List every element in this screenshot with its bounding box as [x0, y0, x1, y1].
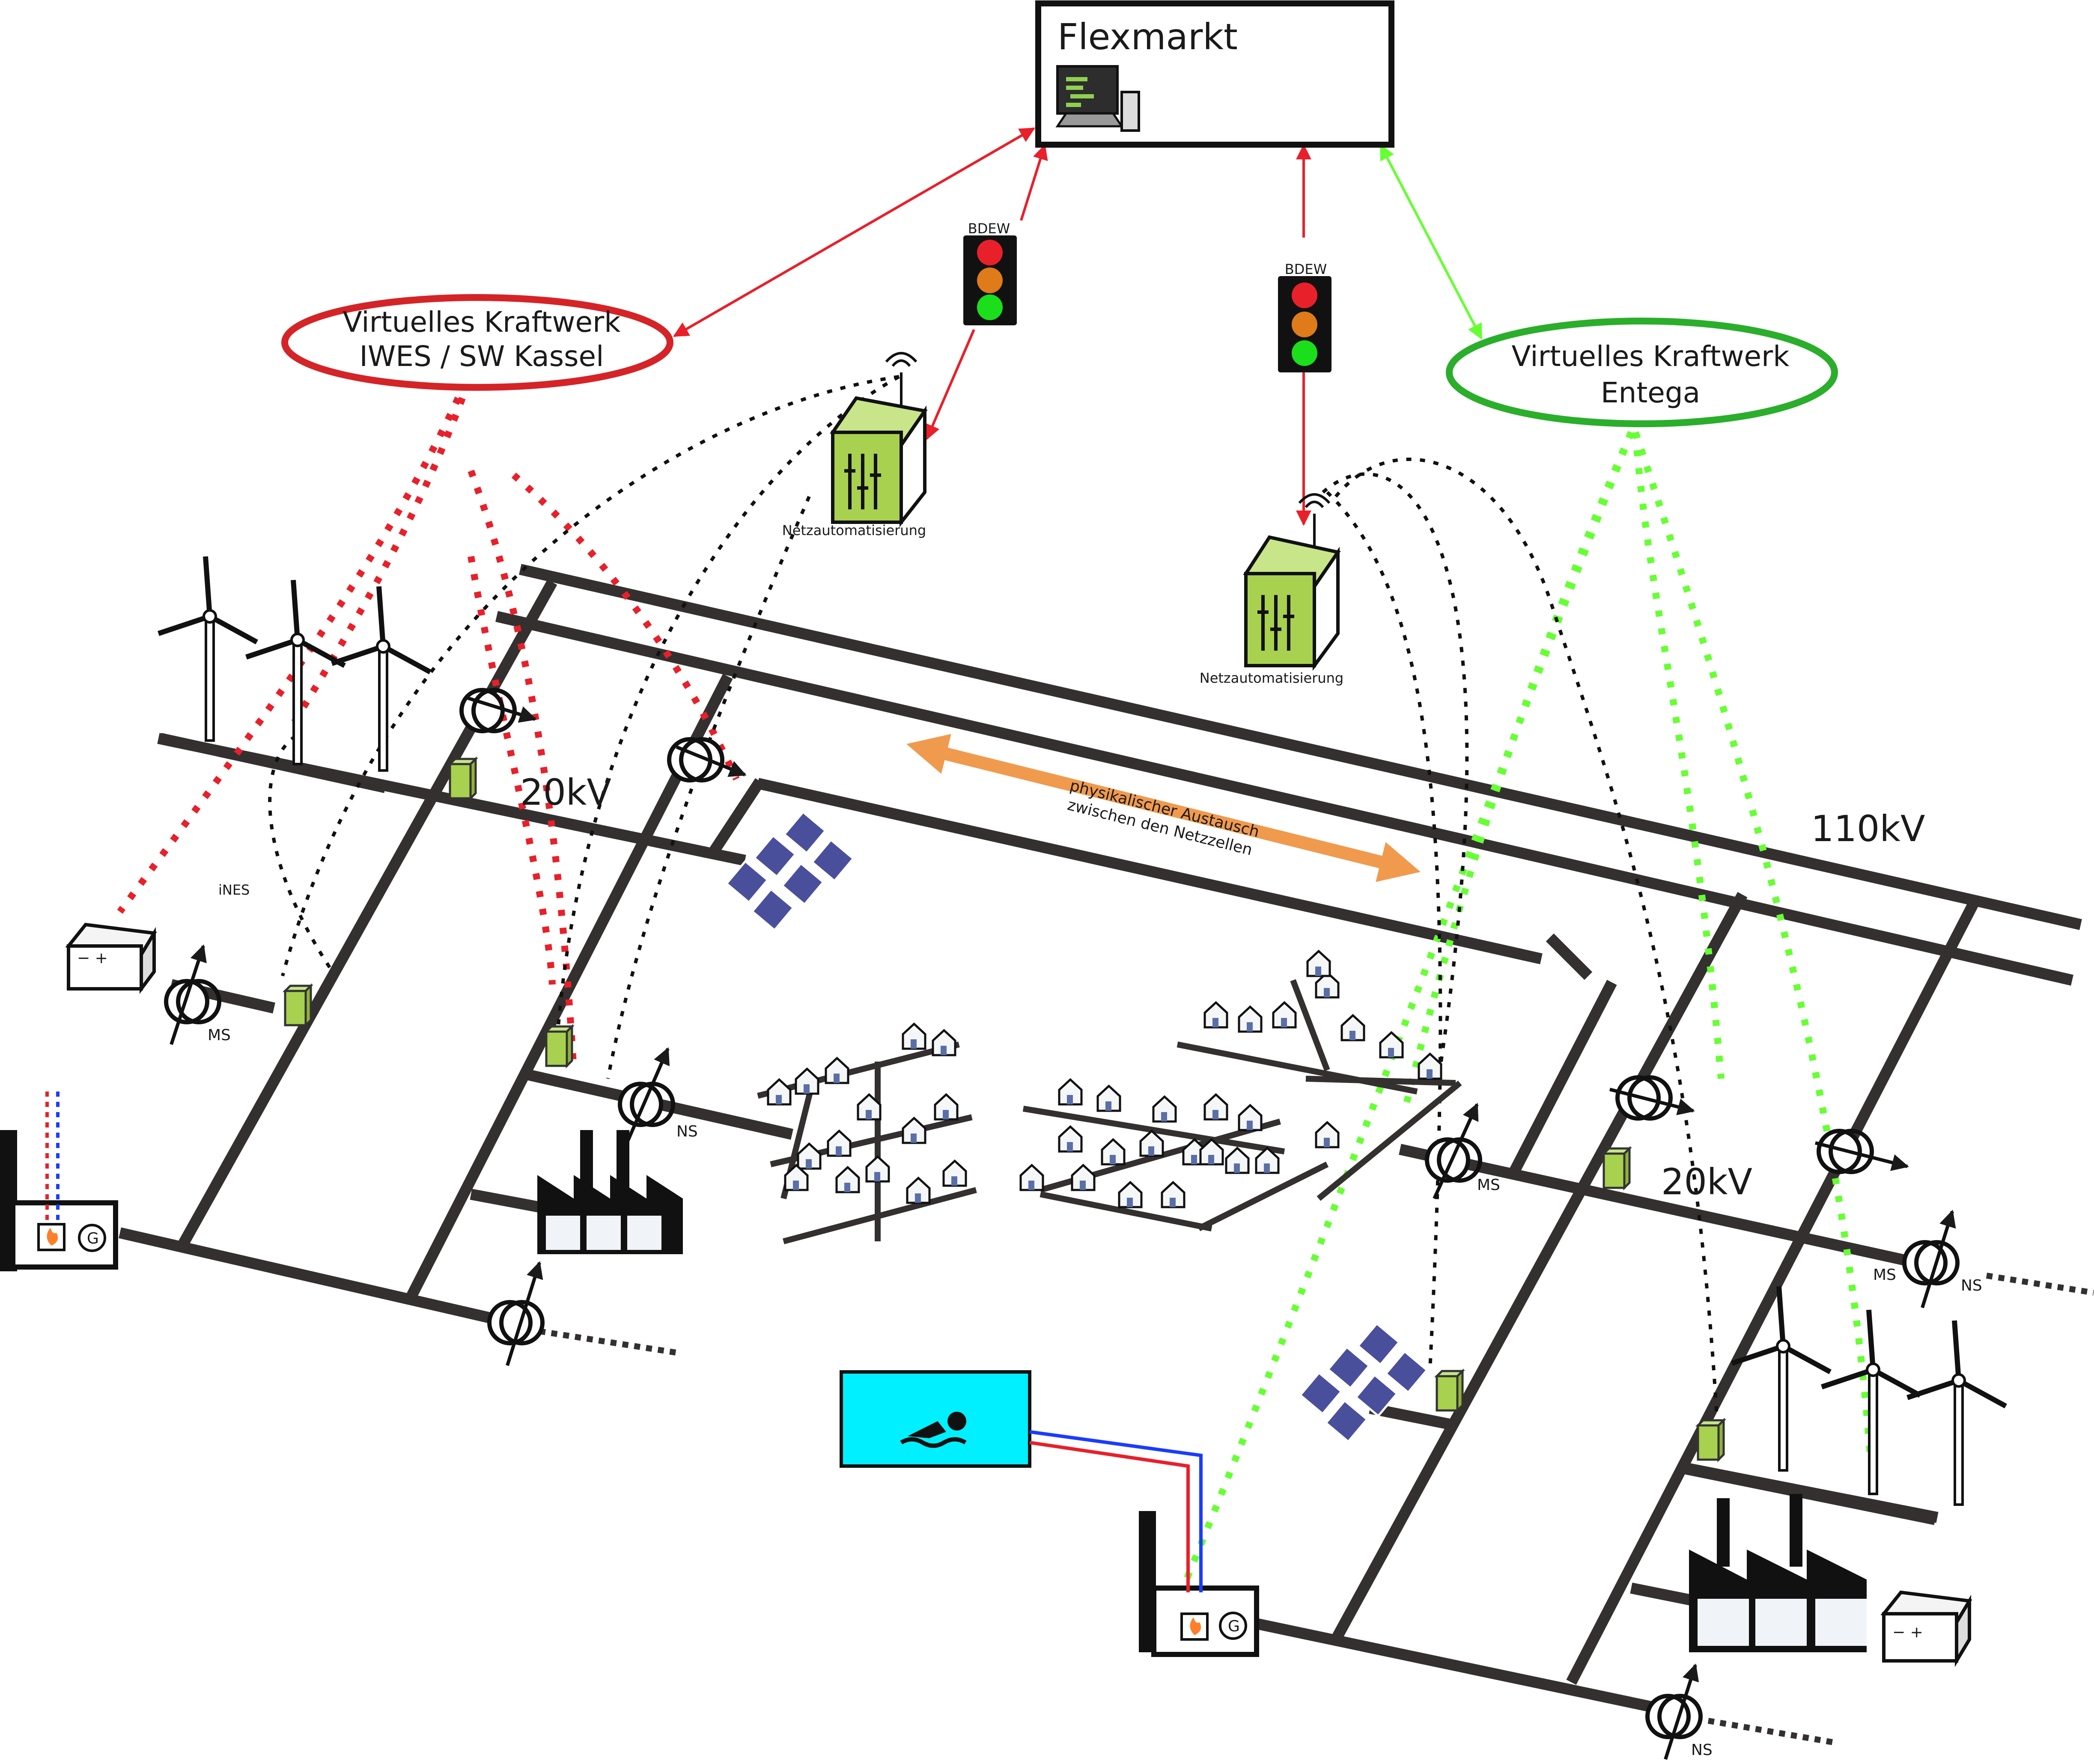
swimmer-icon — [900, 1412, 967, 1448]
iwes-red-dotted-links — [117, 396, 740, 1071]
battery-icon: − + — [65, 922, 157, 994]
ines-module[interactable] — [1698, 1420, 1724, 1460]
house-icon — [768, 1024, 966, 1203]
svg-text:− +: − + — [1892, 1624, 1923, 1641]
netzautomatisierung-label-1: Netzautomatisierung — [782, 522, 926, 538]
outgoing-dotted-lines — [539, 1273, 2094, 1745]
automation-black-dotted-links — [268, 375, 1719, 1417]
svg-text:MS: MS — [208, 1026, 231, 1044]
svg-text:MS: MS — [1873, 1266, 1896, 1284]
ines-module[interactable] — [1604, 1148, 1629, 1188]
vk-entega-label-2: Entega — [1601, 376, 1700, 409]
vk-entega-ellipse[interactable]: Virtuelles Kraftwerk Entega — [1446, 318, 1838, 427]
flame-icon — [37, 1223, 66, 1251]
wind-park-left — [158, 556, 430, 770]
vk-iwes-ellipse[interactable]: Virtuelles Kraftwerk IWES / SW Kassel — [281, 294, 673, 391]
traffic-light-icon: BDEW — [963, 220, 1017, 325]
wind-turbine-icon — [1732, 1286, 1830, 1470]
factory-icon — [1689, 1494, 1867, 1652]
svg-text:NS: NS — [1691, 1741, 1713, 1759]
battery-icon: − + — [1880, 1590, 1972, 1667]
ines-label: iNES — [218, 882, 250, 898]
residential-network-left — [757, 1024, 977, 1244]
voltage-label-110kv: 110kV — [1811, 808, 1925, 850]
swimming-pool — [840, 1370, 1203, 1592]
voltage-label-20kv-left: 20kV — [520, 771, 611, 813]
flexmarkt-box[interactable]: Flexmarkt — [1035, 0, 1394, 148]
netzautomatisierung-cabinet-1[interactable]: Netzautomatisierung — [782, 352, 928, 538]
svg-text:NS: NS — [676, 1123, 698, 1140]
ines-module[interactable] — [1437, 1371, 1463, 1410]
antenna-icon — [885, 352, 917, 407]
antenna-icon — [1298, 493, 1331, 546]
svg-text:BDEW: BDEW — [1285, 261, 1327, 277]
transformer-labels: MS NS MS MS NS NS — [208, 1026, 1982, 1759]
solar-panel-icon — [1300, 1324, 1427, 1442]
physical-exchange-arrow — [906, 734, 1421, 882]
flexmarkt-title: Flexmarkt — [1057, 16, 1238, 58]
traffic-light-icon: BDEW — [1278, 261, 1331, 372]
svg-text:BDEW: BDEW — [968, 220, 1010, 237]
wind-park-right — [1732, 1286, 2006, 1505]
ines-module[interactable] — [450, 759, 476, 798]
voltage-label-20kv-right: 20kV — [1661, 1161, 1752, 1203]
entega-green-dotted-links — [1165, 431, 1874, 1624]
flame-icon — [1180, 1612, 1209, 1641]
factory-icon — [537, 1130, 683, 1254]
vk-iwes-label-1: Virtuelles Kraftwerk — [343, 306, 621, 339]
wind-turbine-icon — [1907, 1321, 2006, 1505]
transformer-icon[interactable] — [166, 981, 219, 1022]
svg-text:− +: − + — [77, 949, 108, 967]
wind-turbine-icon — [332, 586, 430, 770]
wind-turbine-icon — [158, 556, 257, 741]
power-grid — [119, 564, 2082, 1713]
transformer-adjust-arrows — [170, 696, 1956, 1760]
ines-module[interactable] — [546, 1026, 572, 1066]
netzautomatisierung-label-2: Netzautomatisierung — [1200, 670, 1343, 686]
svg-text:MS: MS — [1477, 1176, 1500, 1194]
svg-text:G: G — [87, 1230, 99, 1247]
chp-plant-right: G — [1139, 1511, 1259, 1657]
ines-module[interactable] — [285, 986, 311, 1025]
solar-panel-icon — [727, 812, 853, 930]
chp-plant-left: G — [0, 1092, 118, 1271]
svg-text:G: G — [1228, 1618, 1240, 1635]
wind-turbine-icon — [1822, 1310, 1920, 1494]
svg-text:NS: NS — [1961, 1277, 1982, 1294]
netzautomatisierung-cabinet-2[interactable]: Netzautomatisierung — [1200, 493, 1343, 686]
red-communication-arrows — [673, 127, 1311, 526]
residential-network-right — [1021, 951, 1462, 1232]
green-communication-arrow — [1379, 144, 1483, 340]
computer-icon — [1055, 65, 1140, 132]
wind-turbine-icon — [246, 580, 345, 764]
vk-entega-label-1: Virtuelles Kraftwerk — [1512, 340, 1790, 373]
vk-iwes-label-2: IWES / SW Kassel — [360, 340, 604, 373]
